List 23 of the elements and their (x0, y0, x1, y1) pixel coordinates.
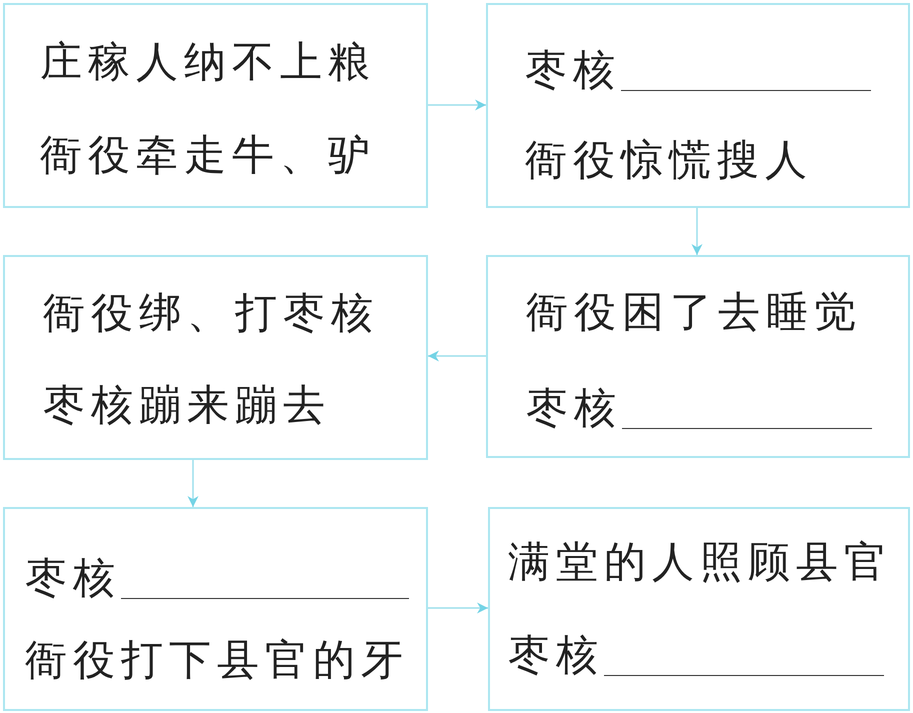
event-box (3, 255, 428, 460)
event-text: 枣核蹦来蹦去 (43, 384, 331, 426)
event-text: 衙役打下县官的牙 (25, 639, 409, 681)
event-text: 枣核 (508, 634, 604, 676)
event-box (3, 3, 428, 208)
event-box (488, 507, 910, 711)
event-box (3, 507, 428, 711)
arrow (428, 100, 486, 110)
arrow (428, 602, 488, 614)
event-text: 枣核 (25, 557, 121, 599)
event-text: 枣核 (526, 387, 622, 429)
event-text: 庄稼人纳不上粮 (40, 41, 376, 83)
arrow (188, 460, 198, 507)
event-box (486, 255, 910, 458)
event-text: 衙役牵走牛、驴 (40, 134, 376, 176)
arrow (428, 350, 486, 362)
event-text: 衙役绑、打枣核 (43, 292, 379, 334)
event-box (486, 3, 910, 208)
arrow (692, 208, 702, 255)
event-text: 枣核 (525, 49, 621, 91)
event-text: 衙役惊慌搜人 (525, 139, 813, 181)
event-text: 衙役困了去睡觉 (526, 291, 862, 333)
event-text: 满堂的人照顾县官 (508, 541, 892, 583)
